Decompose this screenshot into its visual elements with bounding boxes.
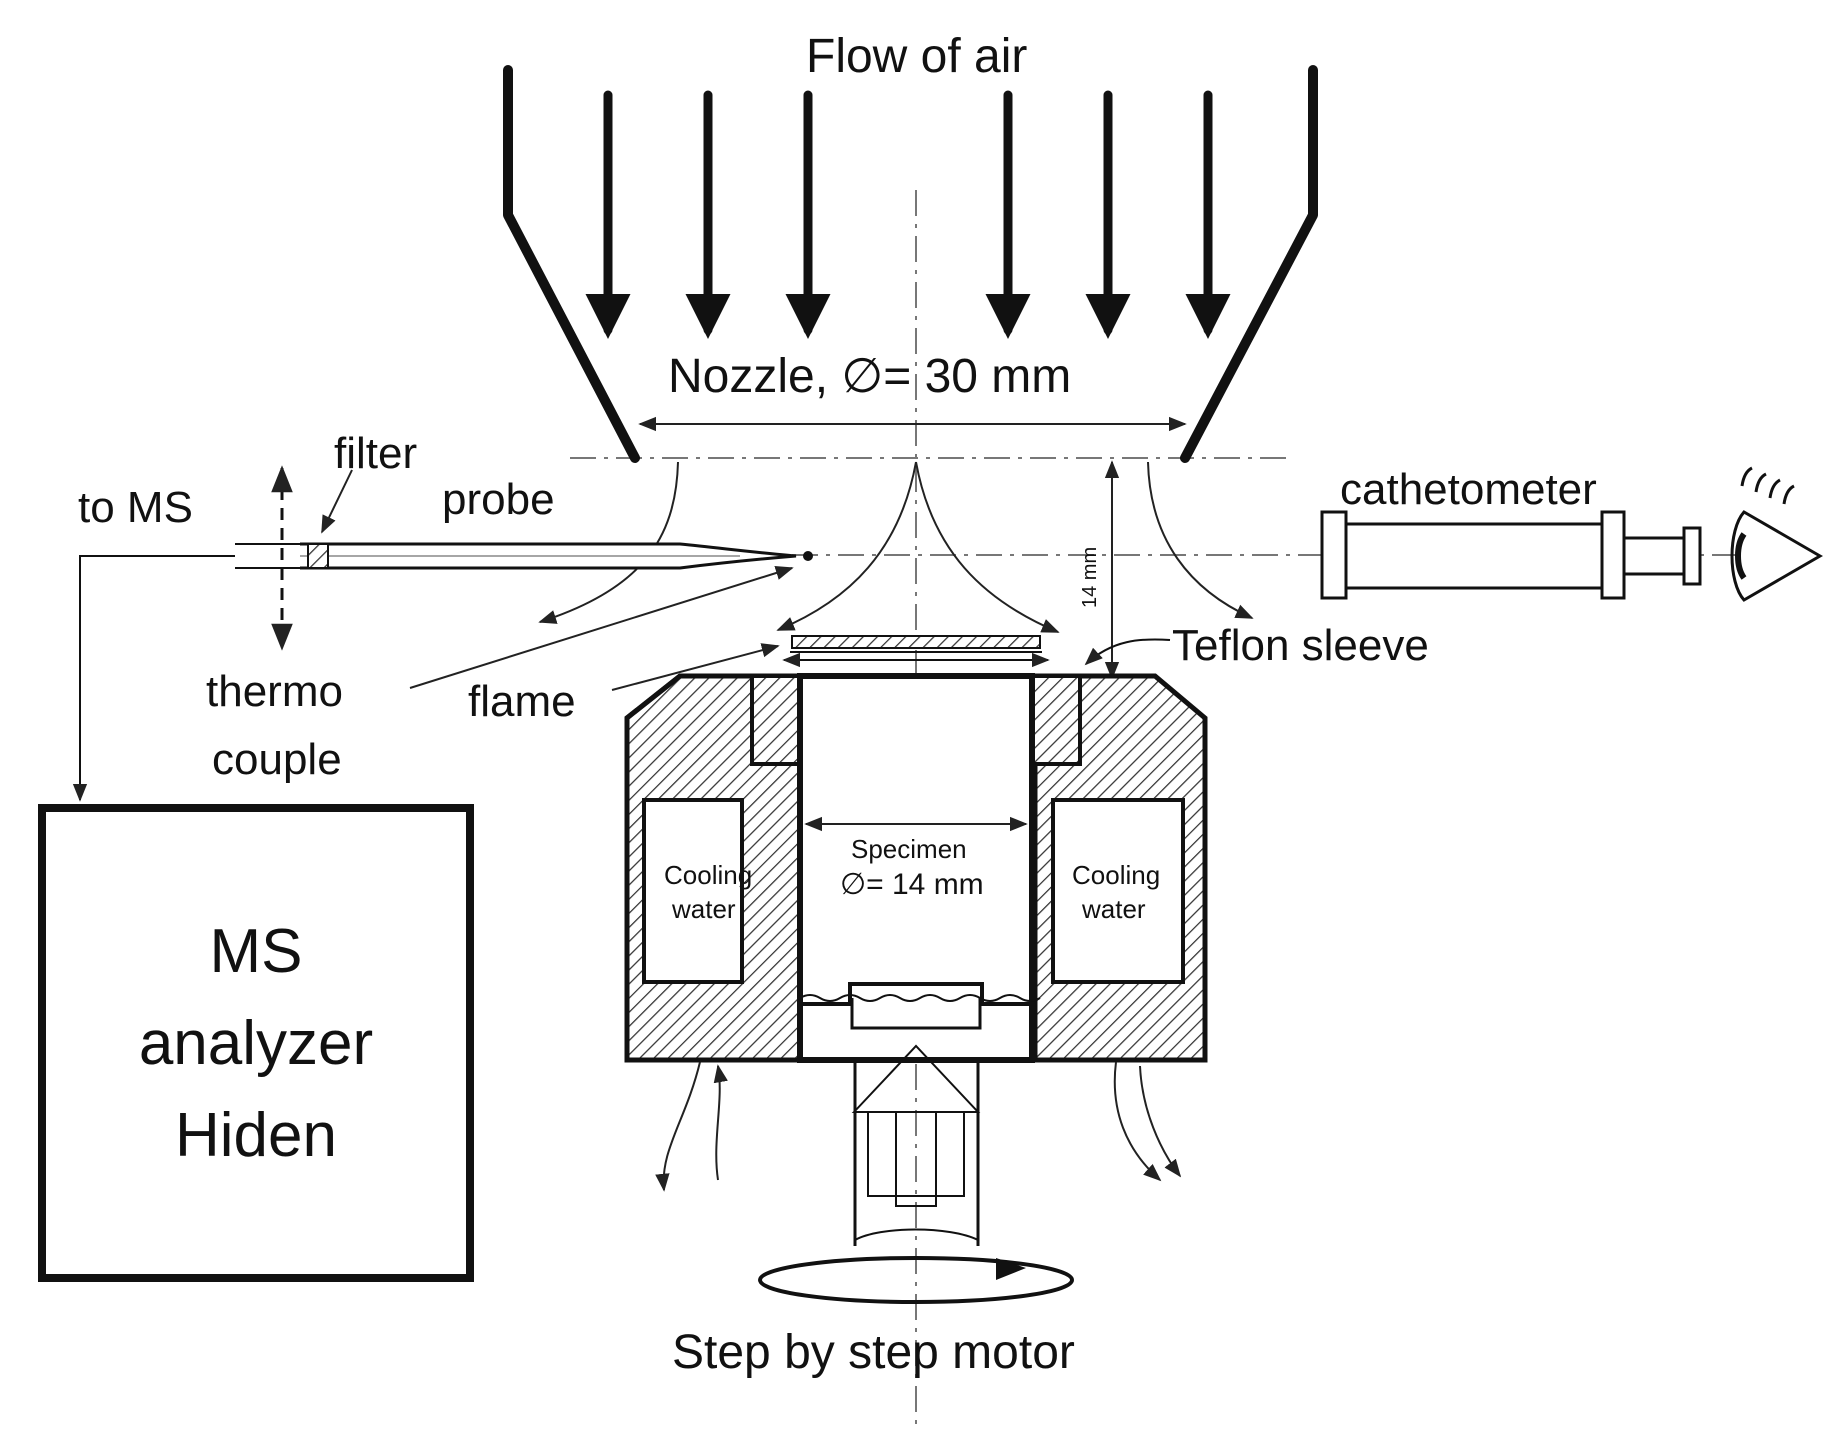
nozzle-label: Nozzle, ∅= 30 mm	[668, 350, 1071, 403]
ms-analyzer-label-line3: Hiden	[175, 1101, 337, 1170]
specimen-diameter-label: ∅= 14 mm	[840, 868, 984, 901]
cathetometer-instrument	[1320, 510, 1702, 600]
filter-label: filter	[334, 429, 417, 478]
cooling-water-right-line2: water	[1081, 894, 1146, 924]
filter-pointer	[321, 469, 353, 534]
flow-streamlines	[538, 461, 1254, 633]
flow-of-air-label: Flow of air	[806, 30, 1027, 83]
specimen-holder	[624, 635, 1208, 1063]
sampling-probe	[235, 542, 813, 570]
nozzle-wall-left	[503, 65, 640, 463]
ms-analyzer-label-line2: analyzer	[139, 1009, 373, 1078]
motor-shaft	[851, 1044, 981, 1246]
teflon-sleeve-pointer	[1084, 638, 1171, 666]
eye-icon	[1730, 466, 1823, 602]
flame-label: flame	[468, 677, 576, 726]
probe-label: probe	[442, 475, 555, 524]
to-ms-line	[72, 555, 235, 802]
filter-element	[307, 543, 329, 569]
ms-analyzer-label-line1: MS	[210, 917, 303, 986]
motor-label: Step by step motor	[672, 1326, 1075, 1379]
thermocouple-label-line1: thermo	[206, 667, 343, 716]
teflon-sleeve-label: Teflon sleeve	[1172, 621, 1429, 670]
ms-analyzer-box	[38, 804, 474, 1282]
specimen-label: Specimen	[851, 834, 967, 864]
air-flow-arrows	[585, 90, 1231, 339]
cooling-water-right-line1: Cooling	[1072, 860, 1160, 890]
cooling-flow-arrows	[655, 1061, 1182, 1192]
to-ms-label: to MS	[78, 483, 193, 532]
cathetometer-label: cathetometer	[1340, 465, 1597, 514]
rotation-arrow	[758, 1256, 1074, 1304]
distance-label: 14 mm	[1079, 547, 1101, 608]
cooling-water-left-line1: Cooling	[664, 860, 752, 890]
cooling-water-left-line2: water	[671, 894, 736, 924]
thermocouple-label-line2: couple	[212, 735, 342, 784]
nozzle-wall-right	[1180, 65, 1318, 463]
thermocouple-pointer	[409, 565, 794, 689]
flame-pointer	[611, 643, 780, 691]
